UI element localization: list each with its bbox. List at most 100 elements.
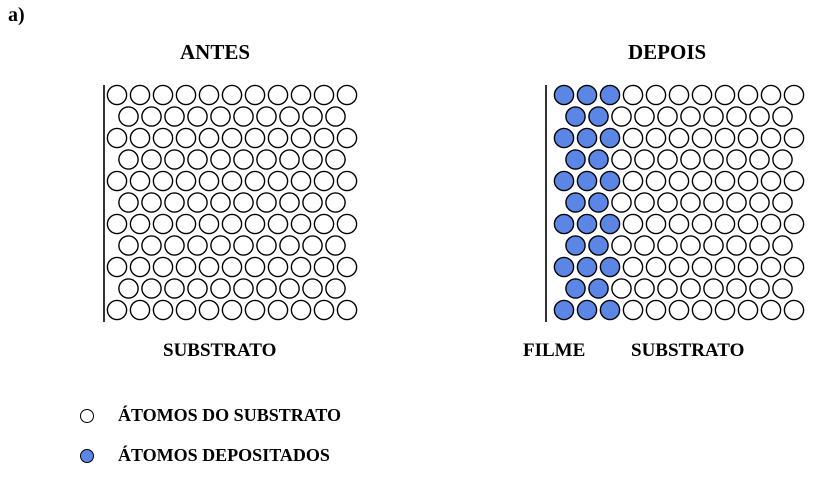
- substrate-atom-after: [691, 213, 713, 235]
- substrate-atom-after: [622, 170, 644, 192]
- substrate-atom-before: [175, 256, 197, 278]
- substrate-atom-before: [187, 278, 208, 299]
- substrate-atom-after: [783, 170, 805, 192]
- substrate-atom-after: [783, 299, 805, 321]
- deposited-atom: [599, 127, 621, 149]
- substrate-atom-before: [164, 278, 185, 299]
- substrate-atom-after: [668, 127, 690, 149]
- deposited-atom: [553, 256, 575, 278]
- substrate-atom-before: [141, 149, 162, 170]
- substrate-atom-before: [198, 213, 220, 235]
- substrate-atom-before: [279, 192, 300, 213]
- substrate-atom-after: [645, 299, 667, 321]
- substrate-atom-after: [657, 149, 678, 170]
- substrate-atom-after: [749, 235, 770, 256]
- substrate-atom-before: [221, 299, 243, 321]
- substrate-atom-after: [680, 106, 701, 127]
- substrate-atom-after: [657, 106, 678, 127]
- substrate-atom-before: [256, 192, 277, 213]
- substrate-atom-before: [198, 84, 220, 106]
- substrate-atom-before: [187, 149, 208, 170]
- legend-label-deposited-atoms: ÁTOMOS DEPOSITADOS: [118, 445, 330, 465]
- substrate-atom-before: [290, 170, 312, 192]
- atoms-before-group: [106, 84, 358, 321]
- substrate-atom-before: [279, 235, 300, 256]
- deposited-atom: [553, 299, 575, 321]
- substrate-atom-before: [152, 170, 174, 192]
- substrate-atom-before: [106, 256, 128, 278]
- substrate-atom-after: [714, 213, 736, 235]
- substrate-atom-before: [233, 106, 254, 127]
- substrate-atom-before: [290, 299, 312, 321]
- substrate-atom-after: [714, 299, 736, 321]
- substrate-atom-before: [187, 106, 208, 127]
- substrate-atom-after: [622, 127, 644, 149]
- substrate-atom-before: [267, 84, 289, 106]
- deposited-atom: [599, 256, 621, 278]
- substrate-atom-before: [175, 299, 197, 321]
- substrate-atom-before: [256, 106, 277, 127]
- substrate-atom-after: [634, 106, 655, 127]
- substrate-atom-after: [645, 256, 667, 278]
- substrate-atom-after: [645, 84, 667, 106]
- substrate-atom-after: [760, 256, 782, 278]
- substrate-atom-after: [760, 170, 782, 192]
- substrate-atom-before: [129, 170, 151, 192]
- substrate-atom-after: [703, 149, 724, 170]
- substrate-atom-before: [313, 84, 335, 106]
- deposited-atom: [576, 299, 598, 321]
- substrate-atom-before: [267, 299, 289, 321]
- substrate-atom-before: [336, 213, 358, 235]
- substrate-atom-before: [290, 127, 312, 149]
- panel-label: a): [8, 4, 25, 26]
- deposited-atom: [599, 299, 621, 321]
- substrate-atom-after: [737, 256, 759, 278]
- substrate-atom-before: [141, 192, 162, 213]
- substrate-atom-after: [703, 106, 724, 127]
- substrate-atom-before: [244, 213, 266, 235]
- substrate-atom-after: [691, 127, 713, 149]
- substrate-atom-before: [106, 299, 128, 321]
- substrate-atom-after: [703, 192, 724, 213]
- substrate-atom-before: [198, 170, 220, 192]
- deposited-atom: [553, 170, 575, 192]
- substrate-atom-after: [634, 192, 655, 213]
- substrate-atom-before: [106, 127, 128, 149]
- substrate-atom-before: [325, 149, 346, 170]
- substrate-atom-after: [737, 213, 759, 235]
- legend-item-substrate-atoms: ÁTOMOS DO SUBSTRATO: [80, 405, 341, 426]
- substrate-atom-before: [118, 192, 139, 213]
- substrate-atom-after: [737, 299, 759, 321]
- substrate-atom-before: [129, 256, 151, 278]
- deposited-atom: [565, 192, 586, 213]
- substrate-atom-before: [175, 127, 197, 149]
- substrate-atom-before: [336, 170, 358, 192]
- substrate-atom-after: [772, 278, 793, 299]
- substrate-atom-before: [129, 84, 151, 106]
- substrate-atom-before: [187, 192, 208, 213]
- substrate-atom-before: [106, 170, 128, 192]
- substrate-atom-before: [244, 84, 266, 106]
- substrate-atom-before: [279, 106, 300, 127]
- substrate-atom-before: [302, 235, 323, 256]
- substrate-atom-before: [244, 170, 266, 192]
- substrate-atom-before: [164, 235, 185, 256]
- substrate-atom-before: [198, 127, 220, 149]
- substrate-atom-before: [118, 106, 139, 127]
- substrate-atom-before: [244, 299, 266, 321]
- substrate-atom-before: [256, 149, 277, 170]
- deposited-atom: [576, 127, 598, 149]
- deposited-atom: [553, 127, 575, 149]
- substrate-atom-before: [336, 299, 358, 321]
- substrate-atom-before: [336, 84, 358, 106]
- substrate-atom-after: [622, 256, 644, 278]
- substrate-atom-after: [668, 256, 690, 278]
- substrate-atom-before: [290, 213, 312, 235]
- white-circle-icon: [80, 408, 94, 423]
- substrate-atom-after: [668, 170, 690, 192]
- substrate-atom-after: [680, 149, 701, 170]
- substrate-atom-after: [749, 192, 770, 213]
- substrate-atom-before: [336, 256, 358, 278]
- substrate-atom-after: [611, 149, 632, 170]
- substrate-atom-before: [302, 149, 323, 170]
